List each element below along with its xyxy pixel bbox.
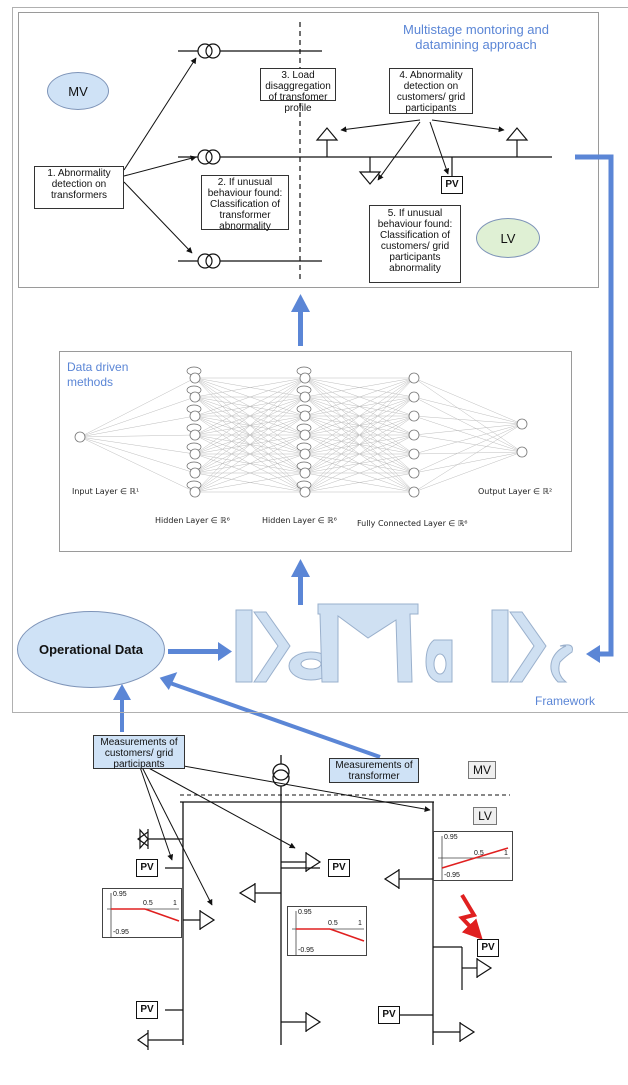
pv-box-left-upper: PV [136,859,158,877]
plot-top-label: 0.95 [113,891,127,898]
nn-node [408,467,420,479]
plot-mid-label: 0.5 [474,850,484,857]
step4-box: 4. Abnormality detection on customers/ g… [389,68,473,114]
pv-box-right-upper: PV [477,939,499,957]
pv-box-left-lower: PV [136,1001,158,1019]
plot-mid-label: 0.5 [328,920,338,927]
measurements-transformer-box: Measurements of transformer [329,758,419,783]
measurements-customers-box: Measurements of customers/ grid particip… [93,735,185,770]
lv-label: LV [500,230,516,246]
mini-plot-right: 0.95 0.5 1 -0.95 [433,831,513,881]
nn-node [408,410,420,422]
nn-node [516,446,528,458]
nn-node [408,429,420,441]
operational-data-label: Operational Data [38,642,144,657]
multistage-panel [18,12,599,288]
pv-box-mid: PV [328,859,350,877]
plot-end-label: 1 [504,850,508,857]
nn-node [189,410,201,422]
plot-end-label: 1 [358,920,362,927]
nn-node [408,391,420,403]
hidden-layer-2-label: Hidden Layer ∈ ℝ⁶ [262,516,337,525]
nn-node [189,372,201,384]
multistage-title: Multistage montoring and datamining appr… [403,22,549,52]
hidden-layer-1-label: Hidden Layer ∈ ℝ⁶ [155,516,230,525]
lv-ellipse: LV [476,218,540,258]
plot-top-label: 0.95 [444,834,458,841]
lv-label-box: LV [473,807,497,825]
nn-panel [59,351,572,552]
plot-top-label: 0.95 [298,909,312,916]
input-layer-label: Input Layer ∈ ℝ¹ [72,487,140,496]
step5-box: 5. If unusual behaviour found: Classific… [369,205,461,283]
operational-data-ellipse: Operational Data [17,611,165,688]
mv-label-box: MV [468,761,496,779]
plot-mid-label: 0.5 [143,900,153,907]
step3-box: 3. Load disaggregation of transfomer pro… [260,68,336,114]
framework-label: Framework [535,694,596,708]
plot-bottom-label: -0.95 [298,947,314,954]
nn-title: Data driven methods [67,360,129,389]
nn-connections [79,377,523,493]
fully-connected-label: Fully Connected Layer ∈ ℝ⁶ [357,519,468,528]
nn-node [189,391,201,403]
nn-node [408,486,420,498]
nn-node [74,431,86,443]
mv-label: MV [68,83,88,99]
mv-ellipse: MV [47,72,109,110]
nn-node [299,448,311,460]
step1-box: 1. Abnormality detection on transformers [34,166,124,209]
mini-plot-mid: 0.95 0.5 1 -0.95 [287,906,367,956]
pv-box-top: PV [441,176,463,194]
nn-node [299,410,311,422]
nn-node [516,418,528,430]
nn-node [299,467,311,479]
nn-node [299,486,311,498]
nn-node [299,391,311,403]
nn-node [189,467,201,479]
nn-node [189,486,201,498]
mini-plot-left: 0.95 0.5 1 -0.95 [102,888,182,938]
nn-node [189,429,201,441]
nn-node [408,372,420,384]
nn-node [189,448,201,460]
step2-box: 2. If unusual behaviour found: Classific… [201,175,289,232]
pv-box-right-lower: PV [378,1006,400,1024]
nn-node [299,429,311,441]
nn-node [408,448,420,460]
plot-end-label: 1 [173,900,177,907]
nn-node [299,372,311,384]
output-layer-label: Output Layer ∈ ℝ² [478,487,553,496]
plot-bottom-label: -0.95 [113,929,129,936]
plot-bottom-label: -0.95 [444,872,460,879]
